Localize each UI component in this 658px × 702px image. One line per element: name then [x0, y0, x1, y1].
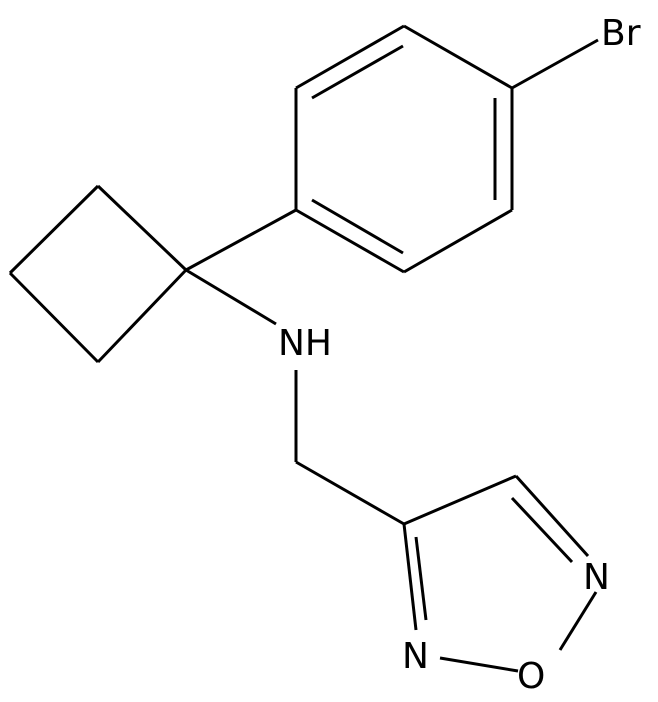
bond-benzene-5	[403, 208, 513, 274]
bond-oxadiazole-c4-n-inner	[510, 496, 574, 564]
bond-cyclobutyl-phenyl	[185, 208, 297, 272]
bond-phenyl-bromine	[511, 38, 599, 90]
ring-oxygen-label: O	[517, 656, 545, 697]
bond-cyclobutane-1	[96, 184, 188, 272]
cyclobutane-ring	[8, 184, 188, 364]
ring-nitrogen-right-label: N	[583, 557, 610, 598]
bond-benzene-6	[295, 208, 405, 274]
benzene-ring	[294, 24, 514, 274]
bond-benzene-inner-1	[311, 44, 404, 100]
bromine-label: Br	[601, 13, 641, 54]
bond-oxadiazole-c3-c4	[403, 474, 517, 526]
bond-oxadiazole-n-o	[558, 591, 598, 651]
bond-cyclobutyl-amine	[185, 268, 277, 326]
bond-benzene-2	[295, 24, 405, 90]
bond-oxadiazole-c4-n	[514, 474, 590, 558]
bond-methylene-oxadiazole	[295, 460, 405, 526]
bond-cyclobutane-4	[96, 268, 188, 364]
bond-cyclobutane-2	[8, 184, 100, 275]
bond-cyclobutane-3	[8, 271, 100, 364]
oxadiazole-ring	[402, 474, 598, 673]
bond-benzene-inner-3	[311, 198, 404, 255]
amine-label: NH	[278, 323, 332, 364]
ring-nitrogen-left-label: N	[402, 636, 429, 677]
bond-benzene-3	[403, 24, 513, 90]
bond-oxadiazole-n-c3-inner	[414, 536, 428, 621]
bond-oxadiazole-n-c3	[402, 523, 418, 631]
bond-oxadiazole-o-n	[439, 656, 519, 673]
